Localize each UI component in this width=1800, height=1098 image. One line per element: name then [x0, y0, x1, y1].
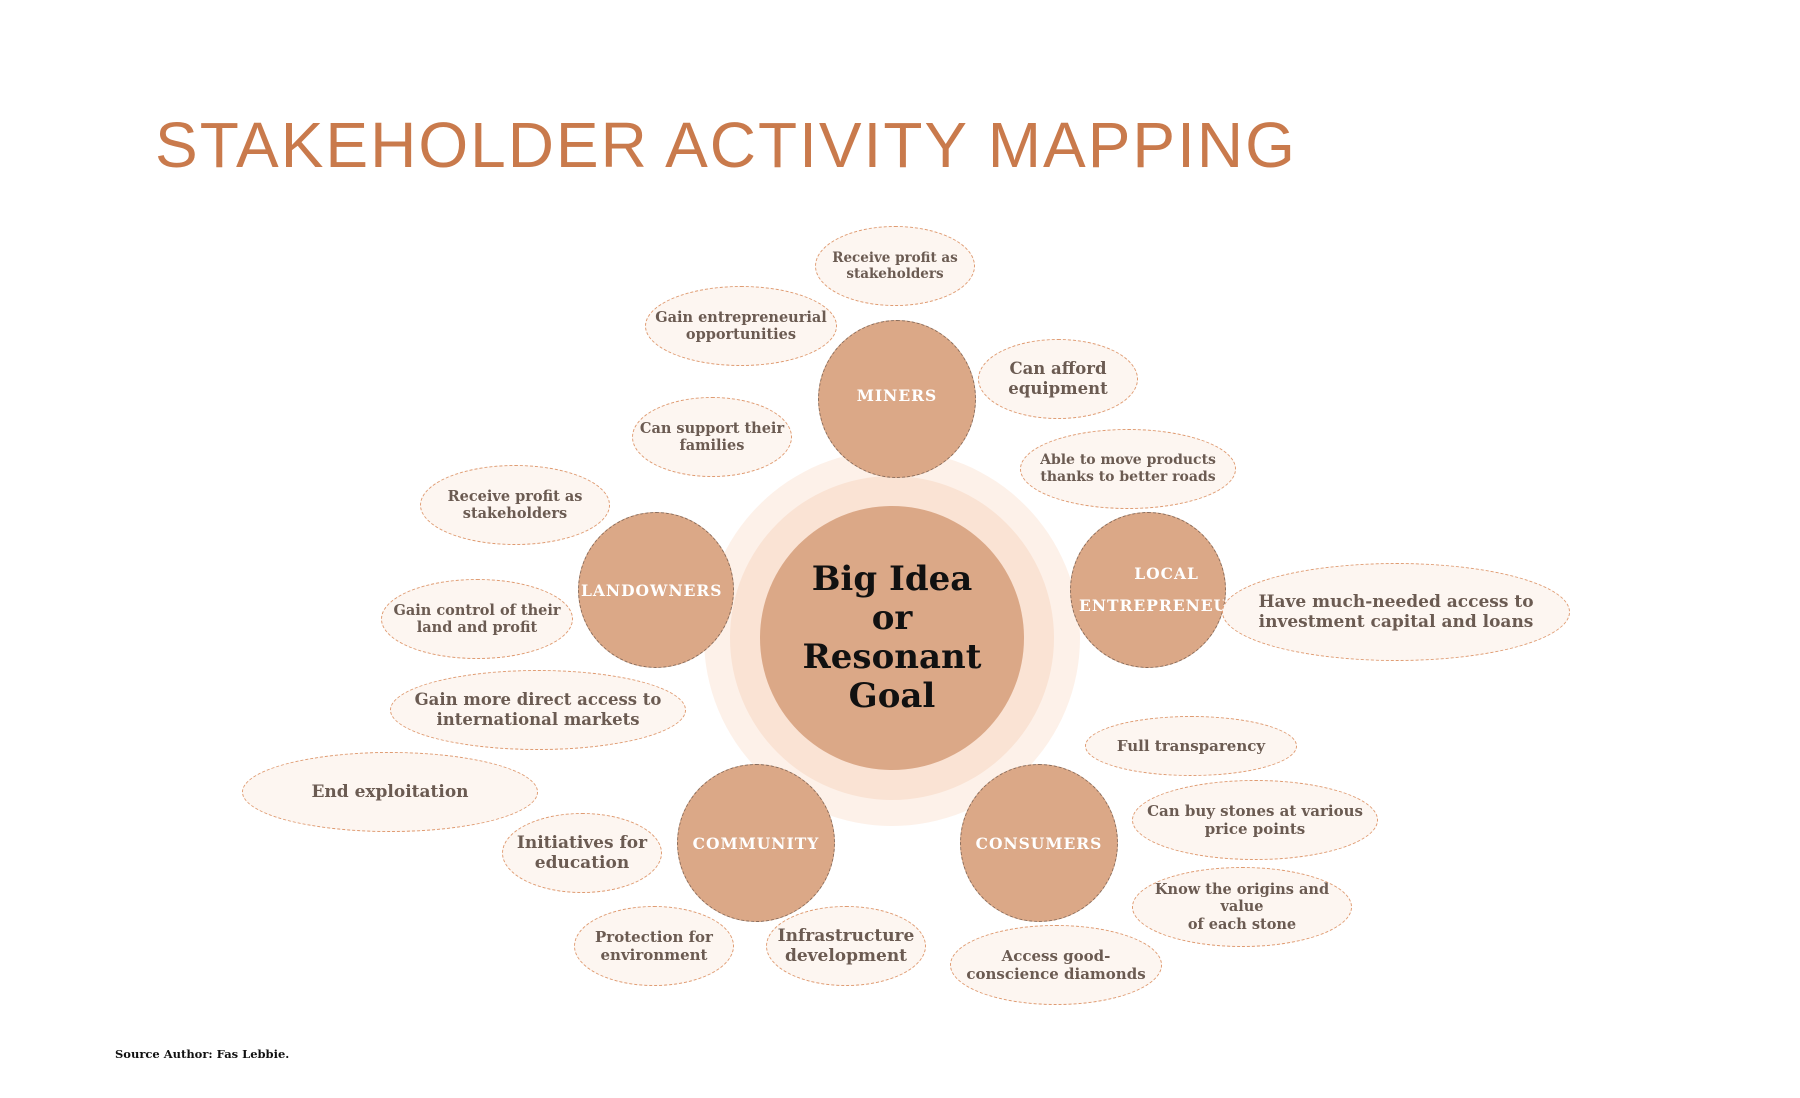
- activity-community-environment: Protection for environment: [574, 906, 734, 986]
- central-goal: Big Idea or Resonant Goal: [760, 506, 1024, 770]
- activity-consumers-transparency: Full transparency: [1085, 716, 1297, 776]
- activity-miners-entrepreneurial: Gain entrepreneurial opportunities: [645, 286, 837, 366]
- activity-community-exploitation: End exploitation: [242, 752, 538, 832]
- source-credit: Source Author: Fas Lebbie.: [115, 1047, 290, 1061]
- stakeholder-local-entrepreneurs-label: LOCAL ENTREPRENEURS: [1079, 564, 1226, 615]
- activity-community-education: Initiatives for education: [502, 813, 662, 893]
- activity-consumers-price: Can buy stones at various price points: [1132, 780, 1378, 860]
- activity-landowners-markets: Gain more direct access to international…: [390, 670, 686, 750]
- activity-miners-profit: Receive profit as stakeholders: [815, 226, 975, 306]
- activity-landowners-control: Gain control of their land and profit: [381, 579, 573, 659]
- stakeholder-community[interactable]: COMMUNITY: [677, 764, 835, 922]
- stakeholder-consumers[interactable]: CONSUMERS: [960, 764, 1118, 922]
- activity-entrepreneurs-capital: Have much-needed access to investment ca…: [1222, 563, 1570, 661]
- stakeholder-consumers-label: CONSUMERS: [975, 834, 1103, 853]
- stakeholder-community-label: COMMUNITY: [692, 834, 820, 853]
- activity-miners-families: Can support their families: [632, 397, 792, 477]
- activity-miners-equipment: Can afford equipment: [978, 339, 1138, 419]
- activity-community-infrastructure: Infrastructure development: [766, 906, 926, 986]
- page-title: STAKEHOLDER ACTIVITY MAPPING: [155, 109, 1297, 181]
- stakeholder-miners[interactable]: MINERS: [818, 320, 976, 478]
- activity-consumers-diamonds: Access good- conscience diamonds: [950, 925, 1162, 1005]
- stakeholder-miners-label: MINERS: [856, 386, 938, 405]
- stakeholder-landowners[interactable]: LANDOWNERS: [578, 512, 734, 668]
- activity-landowners-profit: Receive profit as stakeholders: [420, 465, 610, 545]
- stakeholder-local-entrepreneurs[interactable]: LOCAL ENTREPRENEURS: [1070, 512, 1226, 668]
- activity-consumers-origins: Know the origins and value of each stone: [1132, 867, 1352, 947]
- central-goal-label: Big Idea or Resonant Goal: [802, 559, 982, 716]
- stakeholder-landowners-label: LANDOWNERS: [581, 580, 723, 600]
- activity-entrepreneurs-roads: Able to move products thanks to better r…: [1020, 429, 1236, 509]
